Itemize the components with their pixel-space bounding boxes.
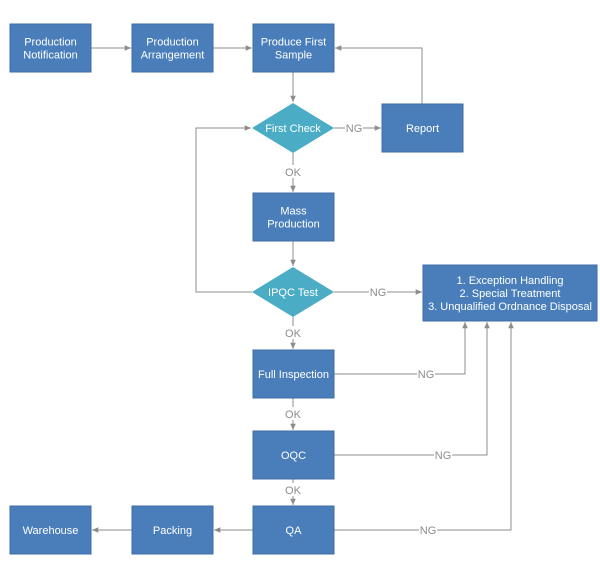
oqc-label-line: OQC: [281, 450, 306, 462]
full-inspection-ng-label: NG: [417, 367, 435, 381]
packing-box: [131, 505, 214, 555]
ipqc-test-node[interactable]: IPQC Test: [252, 267, 334, 317]
ipqc-ng-label: NG: [369, 285, 387, 299]
production-arrangement-label-line: Arrangement: [141, 50, 205, 62]
qa-ng-label-text: NG: [420, 525, 437, 537]
warehouse-label-line: Warehouse: [23, 525, 79, 537]
produce-first-sample-box: [252, 23, 335, 73]
production-arrangement-box: [131, 23, 214, 73]
qa-ng-label-bg: [419, 523, 437, 536]
ipqc-test-label-line: IPQC Test: [268, 287, 318, 299]
produce-first-sample-label-line: Produce First: [261, 37, 326, 49]
mass-production-label-line: Mass: [280, 206, 307, 218]
first-check-diamond: [252, 103, 334, 153]
packing-label-line: Packing: [153, 525, 192, 537]
qa-box: [252, 505, 335, 555]
report-node[interactable]: Report: [381, 103, 464, 153]
oqc-node[interactable]: OQC: [252, 430, 335, 480]
first-check-ok-label: OK: [284, 165, 302, 179]
first-check-ok-label-bg: [284, 165, 302, 178]
exception-handling-label-line: 1. Exception Handling: [456, 275, 563, 287]
first-check-ok-label-text: OK: [285, 167, 302, 179]
first-check-ng-label-text: NG: [346, 123, 363, 135]
ipqc-ng-label-bg: [369, 285, 387, 298]
oqc-ok-label: OK: [284, 483, 302, 497]
edge-full-inspection-to-exception: [334, 322, 468, 375]
first-check-label-line: First Check: [265, 123, 321, 135]
ipqc-ok-label-bg: [284, 326, 302, 339]
full-inspection-ng-label-text: NG: [418, 369, 435, 381]
edge-report-to-first-sample: [335, 45, 423, 104]
edge-ipqc-loop-to-first-check: [195, 125, 252, 293]
production-notification-label-line: Production: [24, 37, 77, 49]
oqc-ok-label-bg: [284, 483, 302, 496]
mass-production-box: [252, 192, 335, 242]
exception-handling-box: [422, 264, 598, 322]
oqc-ok-label-text: OK: [285, 485, 302, 497]
edge-oqc-to-exception: [334, 322, 490, 456]
edge-qa-to-exception: [334, 322, 514, 531]
oqc-ng-label: NG: [434, 448, 452, 462]
report-box: [381, 103, 464, 153]
oqc-ng-label-text: NG: [435, 450, 452, 462]
qa-label-line: QA: [286, 525, 303, 537]
nodes: ProductionNotificationProductionArrangem…: [9, 23, 598, 555]
full-inspection-box: [252, 349, 335, 399]
full-inspection-node[interactable]: Full Inspection: [252, 349, 335, 399]
exception-handling-label-line: 2. Special Treatment: [460, 288, 561, 300]
first-check-ng-label-bg: [345, 121, 363, 134]
full-inspection-ok-label: OK: [284, 407, 302, 421]
full-inspection-label-line: Full Inspection: [258, 369, 329, 381]
ipqc-test-diamond: [252, 267, 334, 317]
edge-labels: NG OK NG OK NG OK NG OK NG: [284, 121, 452, 537]
first-check-node[interactable]: First Check: [252, 103, 334, 153]
production-arrangement-label-line: Production: [146, 37, 199, 49]
oqc-box: [252, 430, 335, 480]
ipqc-ng-label-text: NG: [370, 287, 387, 299]
qa-node[interactable]: QA: [252, 505, 335, 555]
full-inspection-ng-label-bg: [417, 367, 435, 380]
warehouse-box: [9, 505, 92, 555]
full-inspection-ok-label-text: OK: [285, 409, 302, 421]
ipqc-ok-label-text: OK: [285, 328, 302, 340]
oqc-ng-label-bg: [434, 448, 452, 461]
qa-ng-label: NG: [419, 523, 437, 537]
packing-node[interactable]: Packing: [131, 505, 214, 555]
production-notification-label-line: Notification: [23, 50, 77, 62]
first-check-ng-label: NG: [345, 121, 363, 135]
production-notification-box: [9, 23, 92, 73]
report-label-line: Report: [406, 123, 439, 135]
warehouse-node[interactable]: Warehouse: [9, 505, 92, 555]
ipqc-ok-label: OK: [284, 326, 302, 340]
exception-handling-label-line: 3. Unqualified Ordnance Disposal: [428, 301, 592, 313]
full-inspection-ok-label-bg: [284, 407, 302, 420]
mass-production-label-line: Production: [267, 219, 320, 231]
produce-first-sample-label-line: Sample: [275, 50, 312, 62]
